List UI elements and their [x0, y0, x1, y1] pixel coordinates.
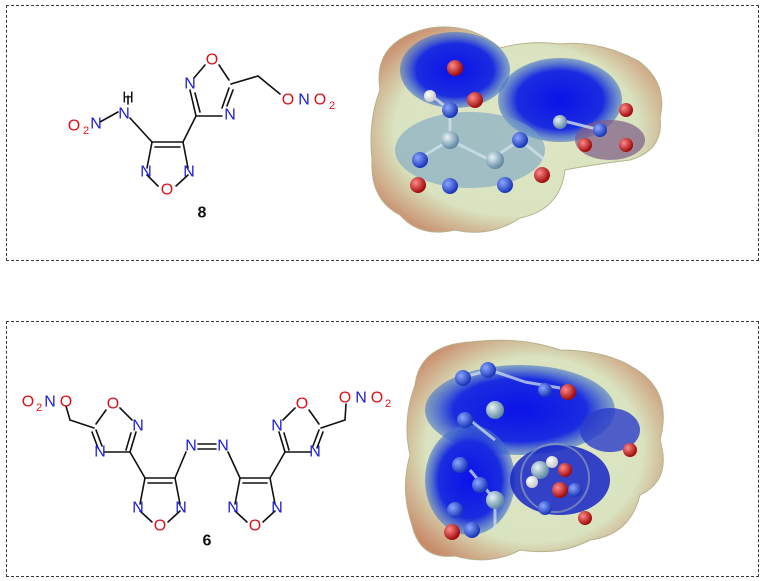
left-furazan-n1: N — [132, 500, 144, 517]
atom-n — [457, 412, 473, 428]
atom-h — [526, 476, 538, 488]
atom-o — [619, 103, 633, 117]
atom-n — [464, 522, 480, 538]
azo-n2: N — [217, 438, 229, 455]
ester-n-label: N — [298, 92, 310, 109]
atom-o — [558, 463, 572, 477]
right-oxadiazole-n2: N — [271, 418, 283, 435]
oxadiazole-o: O — [206, 52, 218, 69]
right-furazan-o: O — [249, 518, 261, 535]
compound-number-6: 6 — [203, 533, 212, 550]
structure-compound-8 — [99, 64, 281, 187]
left-o2-subscript: 2 — [36, 402, 42, 414]
right-furazan-n1: N — [227, 500, 239, 517]
left-oxadiazole-o: O — [107, 396, 119, 413]
atom-n — [480, 362, 496, 378]
atom-c — [441, 131, 459, 149]
atom-h — [424, 90, 436, 102]
left-ester-n: N — [44, 394, 56, 411]
left-furazan-n2: N — [175, 500, 187, 517]
oxadiazole-n2: N — [184, 76, 196, 93]
atom-c — [553, 115, 567, 129]
left-oxadiazole-n2: N — [132, 418, 144, 435]
ester-o-label: O — [282, 92, 294, 109]
atom-labels-compound-8: O 2 N N H N N O N O N O N O 2 — [68, 52, 335, 199]
esp-map-compound-6 — [404, 339, 664, 561]
azo-n1: N — [185, 438, 197, 455]
atom-o — [447, 60, 463, 76]
atom-n — [442, 102, 458, 118]
amine-h-label: H — [122, 90, 134, 107]
atom-o — [619, 138, 633, 152]
structure-compound-6 — [65, 403, 347, 523]
furazan-n-left: N — [140, 164, 152, 181]
atom-o — [578, 511, 592, 525]
atom-c — [486, 491, 504, 509]
atom-o — [444, 524, 460, 540]
amine-n-label: N — [118, 106, 130, 123]
right-o2-label: O — [371, 390, 383, 407]
atom-n — [593, 123, 607, 137]
left-furazan-o: O — [154, 518, 166, 535]
left-oxadiazole-n4: N — [94, 444, 106, 461]
atom-n — [442, 178, 458, 194]
atom-n — [412, 152, 428, 168]
left-o2-label: O — [22, 394, 34, 411]
negative-region-right — [498, 58, 622, 142]
atom-c — [486, 151, 504, 169]
right-ester-n: N — [355, 390, 367, 407]
right-oxadiazole-n4: N — [309, 444, 321, 461]
nitro-n-label: N — [90, 116, 102, 133]
atom-n — [452, 457, 468, 473]
atom-o — [578, 138, 592, 152]
atom-o — [552, 482, 568, 498]
compound-6-panel — [6, 321, 759, 577]
right-oxadiazole-o: O — [296, 396, 308, 413]
negative-region-right — [580, 408, 640, 452]
atom-o — [410, 177, 426, 193]
atom-n — [455, 370, 471, 386]
compound-8-panel — [6, 5, 759, 261]
atom-n — [497, 177, 513, 193]
atom-c — [531, 461, 549, 479]
esp-map-compound-8 — [370, 26, 663, 233]
atom-n — [538, 501, 552, 515]
ester-o2-label: O — [314, 92, 326, 109]
compound-number-8: 8 — [198, 205, 207, 222]
furazan-o: O — [161, 182, 173, 199]
atom-c — [486, 401, 504, 419]
atom-n — [538, 383, 552, 397]
right-furazan-n2: N — [271, 500, 283, 517]
atom-o — [560, 384, 576, 400]
atom-n — [512, 132, 528, 148]
atom-o — [623, 443, 637, 457]
atom-n — [472, 477, 488, 493]
left-ester-o: O — [60, 394, 72, 411]
right-o2-subscript: 2 — [385, 398, 391, 410]
furazan-n-right: N — [183, 164, 195, 181]
right-ester-o: O — [339, 390, 351, 407]
oxadiazole-n4: N — [224, 107, 236, 124]
atom-o — [467, 92, 483, 108]
nitro-subscript: 2 — [83, 125, 89, 137]
atom-h — [546, 456, 558, 468]
ester-subscript: 2 — [329, 100, 335, 112]
atom-labels-compound-6: O 2 N O O N N N N O N N N N O N O N O N … — [22, 390, 391, 535]
atom-n — [447, 502, 463, 518]
atom-n — [568, 483, 582, 497]
nitro-o2-label: O — [68, 118, 80, 135]
atom-o — [534, 167, 550, 183]
